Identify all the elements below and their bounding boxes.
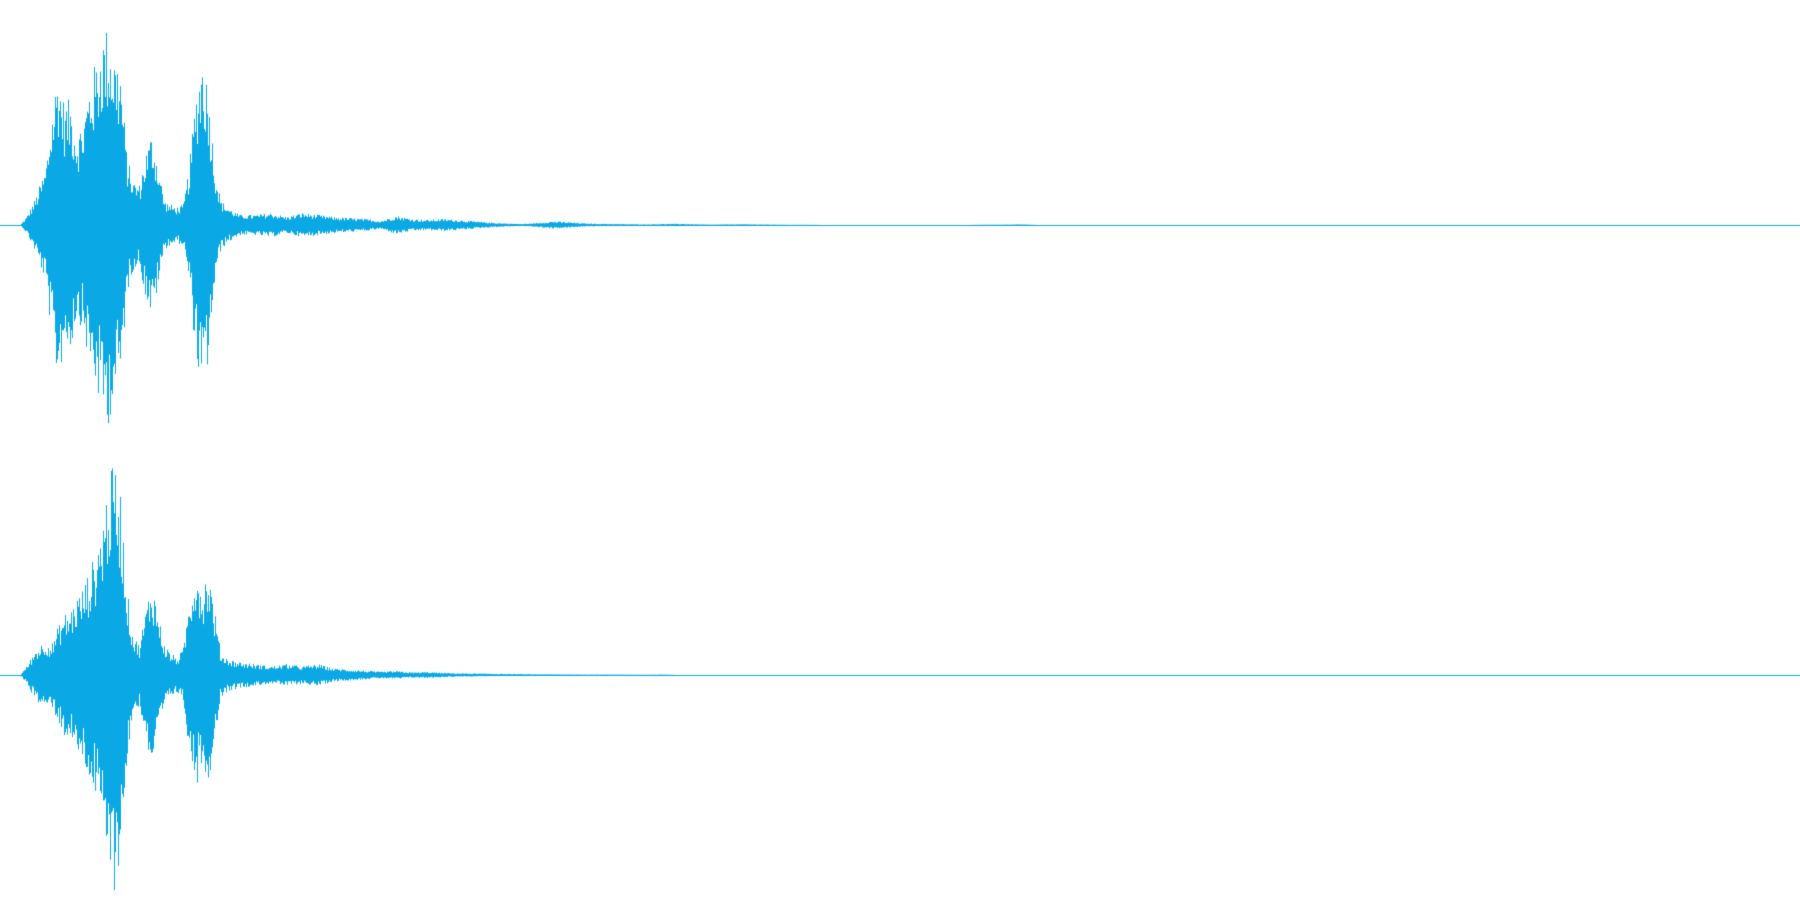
waveform-display — [0, 0, 1800, 900]
